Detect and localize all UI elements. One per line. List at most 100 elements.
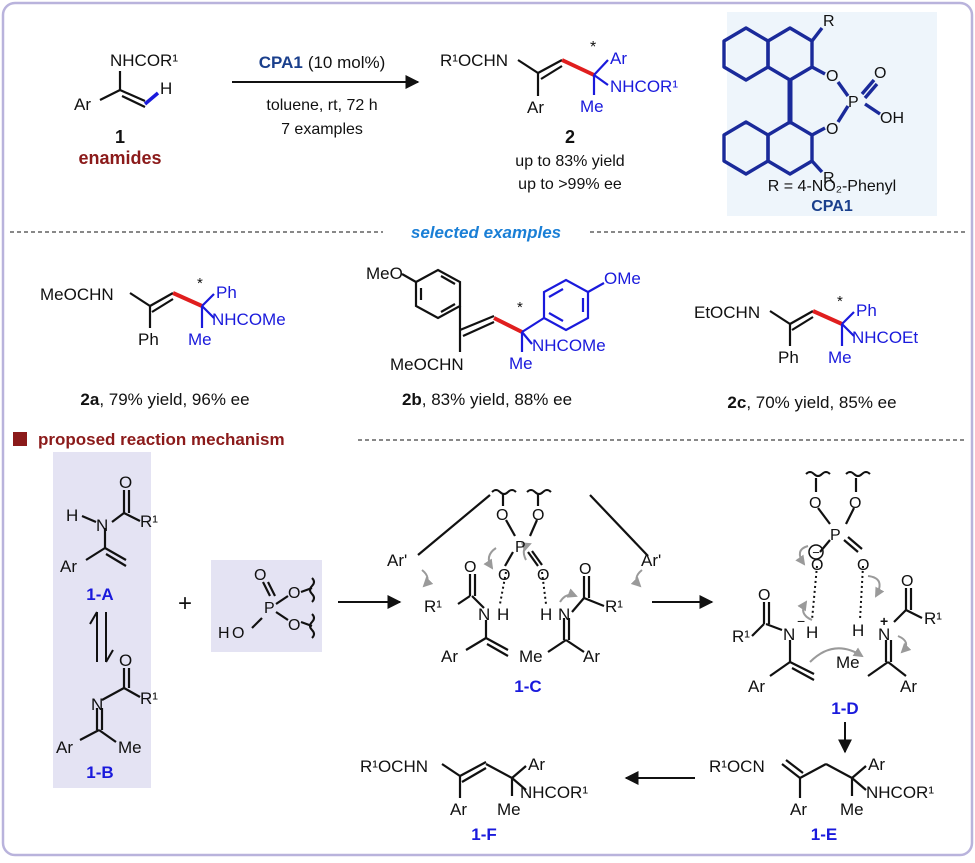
complex-1C-o-left: O <box>464 559 476 576</box>
cpa-r-top: R <box>823 13 835 30</box>
complex-1D-label: 1-D <box>831 699 858 718</box>
yield-text: up to 83% yield <box>515 153 624 170</box>
complex-1D-r1-right: R¹ <box>924 609 942 628</box>
complex-1C-me: Me <box>519 647 543 666</box>
substrate-ar: Ar <box>74 95 91 114</box>
acid-o-r1: O <box>288 585 300 602</box>
complex-1C <box>417 494 649 657</box>
mechanism-header: proposed reaction mechanism <box>38 430 285 449</box>
example-2c-amide: NHCOEt <box>852 328 918 347</box>
example-2c-me: Me <box>828 348 852 367</box>
species-1A-label: 1-A <box>86 585 113 604</box>
species-1B-me: Me <box>118 738 142 757</box>
complex-1D-o2: O <box>849 495 861 512</box>
example-2c-ph-top: Ph <box>856 301 877 320</box>
substrate-number: 1 <box>115 127 125 147</box>
wavy-bond-1 <box>309 577 315 603</box>
substrate-1 <box>99 71 146 108</box>
mechanism-square-icon <box>13 432 27 446</box>
complex-1C-r1-right: R¹ <box>605 597 623 616</box>
complex-1D-h-right: H <box>852 621 864 640</box>
product-2-stereo: * <box>590 39 596 56</box>
product-2-left: R¹OCHN <box>440 51 508 70</box>
complex-1D-hbonds <box>811 565 864 621</box>
product-2-ar-bottom: Ar <box>527 98 544 117</box>
complex-1C-n-right: N <box>558 605 570 624</box>
example-2a <box>129 292 174 328</box>
complex-1C-o4: O <box>537 567 549 584</box>
species-1F <box>441 761 527 798</box>
wavy-bond-3 <box>491 489 517 495</box>
example-2a-blue-bonds <box>200 293 215 328</box>
example-2c-red-bond <box>812 309 843 326</box>
cpa-r-bottom: R <box>823 170 835 187</box>
complex-1C-ar-left: Ar' <box>387 551 407 570</box>
example-2c-blue-bonds <box>840 311 855 346</box>
complex-1D-p: P <box>830 527 841 544</box>
example-2b-ome-right: OMe <box>604 269 641 288</box>
example-2a-caption: 2a, 79% yield, 96% ee <box>80 390 249 409</box>
complex-1C-ar-bottom-left: Ar <box>441 647 458 666</box>
species-1E-ar-top: Ar <box>868 755 885 774</box>
species-1A-r1: R¹ <box>140 512 158 531</box>
complex-1D-plus: + <box>880 613 888 629</box>
example-2a-me: Me <box>188 330 212 349</box>
catalyst-conditions: CPA1(10 mol%) <box>259 53 386 72</box>
complex-1D-o1: O <box>809 495 821 512</box>
example-2c-ph-bottom: Ph <box>778 348 799 367</box>
species-1E-label: 1-E <box>811 825 837 844</box>
complex-1C-h-left: H <box>497 605 509 624</box>
example-2c <box>769 310 814 346</box>
complex-1D-minus: − <box>812 545 820 560</box>
ee-text: up to >99% ee <box>518 176 622 193</box>
solvent-conditions: toluene, rt, 72 h <box>266 97 377 114</box>
substrate-group: NHCOR¹ <box>110 51 178 70</box>
cpa-box <box>727 12 937 216</box>
complex-1C-h-right: H <box>540 605 552 624</box>
complex-1D-me: Me <box>836 653 860 672</box>
complex-1C-r1-left: R¹ <box>424 597 442 616</box>
acid-o-r2: O <box>288 617 300 634</box>
complex-1C-ar-right: Ar' <box>641 551 661 570</box>
example-2b <box>401 268 495 352</box>
example-2c-stereo: * <box>837 293 843 310</box>
species-1A-ar: Ar <box>60 557 77 576</box>
species-1E <box>781 759 867 798</box>
complex-1D-n-right: N <box>878 625 890 644</box>
complex-1C-o-right: O <box>579 561 591 578</box>
species-1E-ar-bottom: Ar <box>790 800 807 819</box>
wavy-bond-5 <box>805 471 831 477</box>
wavy-bond-4 <box>526 489 552 495</box>
cpa-o-double: O <box>874 65 886 82</box>
complex-1C-n-left: N <box>478 605 490 624</box>
examples-count: 7 examples <box>281 121 363 138</box>
cpa-o2: O <box>826 121 838 138</box>
complex-1C-o3: O <box>498 567 510 584</box>
plus-sign: + <box>178 590 192 617</box>
species-1E-me: Me <box>840 800 864 819</box>
species-1A-n: N <box>96 516 108 535</box>
wavy-bond-2 <box>309 613 315 639</box>
substrate-label: enamides <box>78 148 161 168</box>
acid-h: H <box>218 625 230 642</box>
species-1B-r1: R¹ <box>140 689 158 708</box>
product-2 <box>517 59 563 96</box>
complex-1C-p: P <box>515 539 526 556</box>
species-1F-ar-bottom: Ar <box>450 800 467 819</box>
equilibrium-arrows <box>89 611 114 663</box>
acid-box <box>211 560 322 652</box>
substrate-blue-bond <box>143 91 160 106</box>
species-1F-label: 1-F <box>471 825 497 844</box>
example-2b-caption: 2b, 83% yield, 88% ee <box>402 390 572 409</box>
species-1F-left: R¹OCHN <box>360 757 428 776</box>
acid-o-top: O <box>254 567 266 584</box>
cpa-name: CPA1 <box>811 198 853 215</box>
product-2-red-bond <box>561 58 595 77</box>
acid-o-h: O <box>232 625 244 642</box>
example-2b-stereo: * <box>517 299 523 316</box>
product-number: 2 <box>565 127 575 147</box>
complex-1D-o3: O <box>811 557 823 574</box>
complex-1D <box>751 478 923 681</box>
example-2b-blue-bonds <box>520 278 605 352</box>
